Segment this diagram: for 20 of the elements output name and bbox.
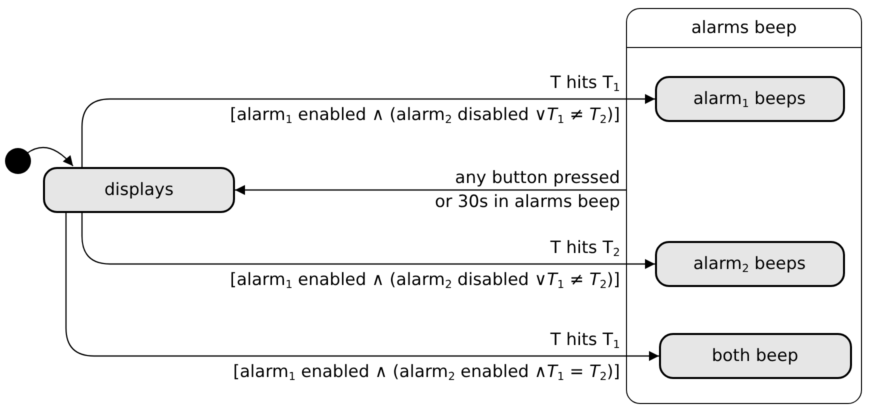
state-label: alarm$_{2}$ beeps [693,254,806,274]
initial-state-dot [5,148,31,174]
state-box [658,332,852,378]
state-box [654,76,844,122]
transition-arrow [81,94,655,167]
edge-label: T hits T$_{1}$ [alarm$_{1}$ enabled ∧ (alarm$_{2}$ enabled ∧T$_{1}$ = T$_{2}$)] [233,329,620,383]
composite-state [626,8,862,404]
edge-label: T hits T$_{2}$ [alarm$_{1}$ enabled ∧ (alarm$_{2}$ disabled ∨T$_{1}$ ≠ T$_{2}$)] [230,237,620,291]
edge-label: T hits T$_{1}$ [alarm$_{1}$ enabled ∧ (alarm$_{2}$ disabled ∨T$_{1}$ ≠ T$_{2}$)] [230,72,620,126]
state-title: alarms beep [691,18,797,38]
edge-label: any button pressed or 30s in alarms beep [434,167,620,214]
state-label: alarm$_{1}$ beeps [693,88,806,108]
state-label: displays [104,180,174,200]
transition-arrow [26,146,74,166]
transition-arrow [235,185,626,195]
state-box [654,240,844,286]
transition-arrow [65,213,659,361]
transition-arrow [81,213,655,269]
state-box [43,167,235,213]
state-label: both beep [712,346,798,366]
